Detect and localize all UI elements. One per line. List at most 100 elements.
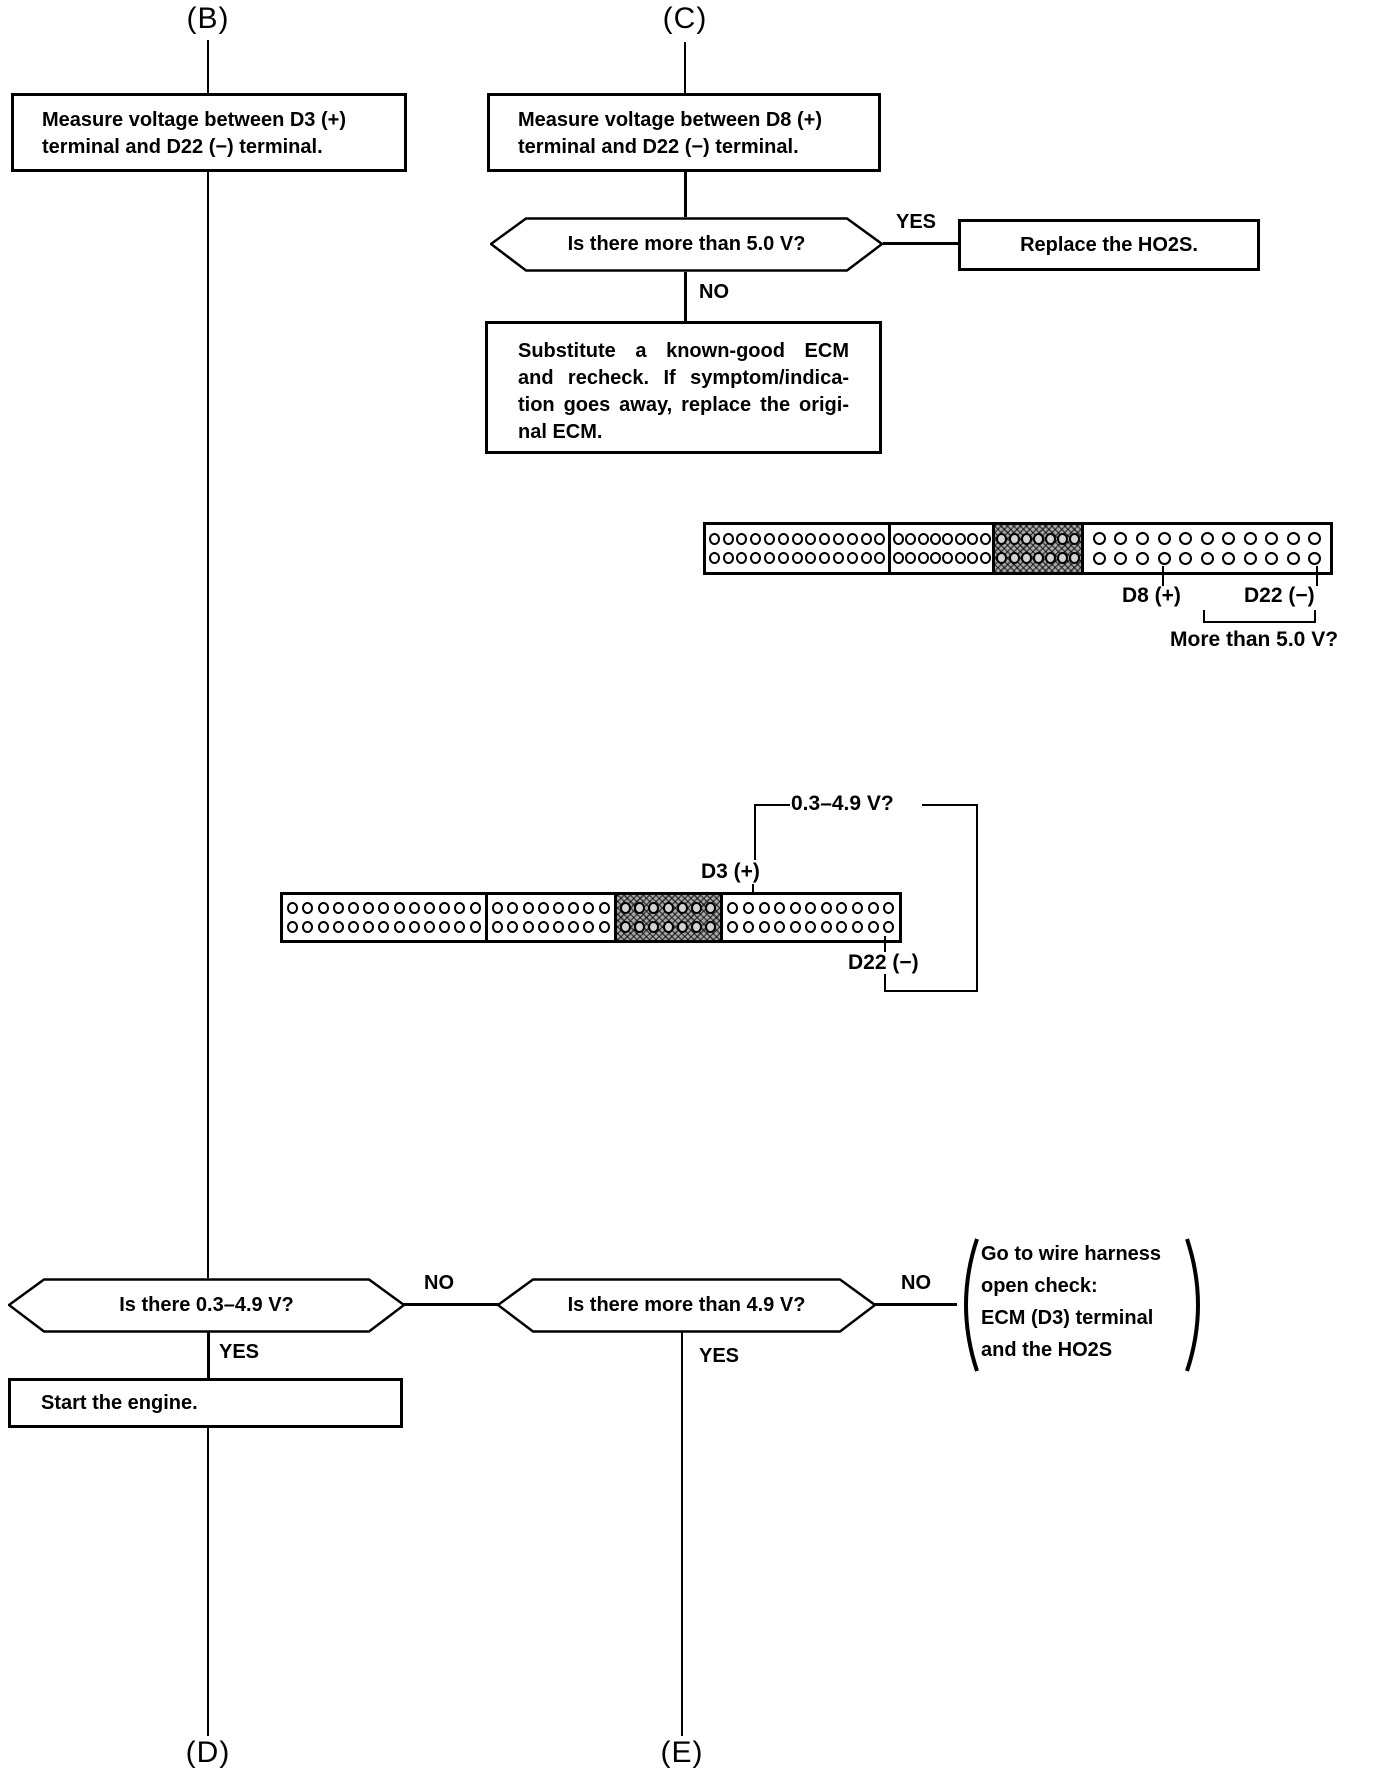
connector-pin (791, 532, 803, 545)
connector-pin (867, 921, 879, 933)
flow-line (874, 1303, 957, 1306)
flow-line (207, 40, 209, 93)
connector-pin (598, 902, 610, 914)
connector-pin (1157, 552, 1171, 565)
connector-pin (929, 532, 941, 545)
connector-pin (846, 532, 858, 545)
connector-pin (905, 532, 917, 545)
connector-pin (1243, 552, 1257, 565)
pin-row (283, 921, 485, 933)
connector-pin (492, 902, 504, 914)
flow-line (207, 172, 209, 1278)
connector-pin (917, 532, 929, 545)
connector-pin (634, 921, 646, 933)
connector-pin (537, 902, 549, 914)
connector-pin (552, 902, 564, 914)
box-text-line: nal ECM. (518, 421, 603, 443)
note-line: and the HO2S (981, 1339, 1113, 1361)
flow-line (207, 1428, 209, 1736)
flow-ref-b: (B) (186, 2, 230, 35)
ecm-connector-diagram-d3 (280, 892, 902, 943)
connector-pin (1020, 532, 1032, 545)
connector-pin (317, 902, 329, 914)
bracket-line (884, 974, 886, 992)
pin-row (617, 902, 720, 914)
pin-row (995, 532, 1081, 545)
pin-row (617, 921, 720, 933)
bracket-line (754, 804, 756, 860)
label-yes: YES (896, 211, 937, 233)
connector-pin (996, 552, 1008, 565)
flow-ref-d: (D) (185, 1736, 231, 1769)
connector-pin (1092, 552, 1106, 565)
connector-pin (1069, 532, 1081, 545)
pin-row (891, 552, 992, 565)
pin-row (488, 902, 614, 914)
connector-pin (1157, 532, 1171, 545)
connector-pin (742, 902, 754, 914)
connector-pin (619, 902, 631, 914)
connector-pin (1136, 532, 1150, 545)
connector-pin (846, 552, 858, 565)
box-text-line: tion goes away, replace the origi- (518, 394, 849, 416)
pin-leader-line (1162, 566, 1164, 586)
connector-pin (1114, 532, 1128, 545)
pin-row (488, 921, 614, 933)
label-yes: YES (699, 1345, 740, 1367)
connector-pin (742, 921, 754, 933)
flow-box-start-engine: Start the engine. (8, 1378, 403, 1428)
connector-pin (1265, 552, 1279, 565)
bracket-line (922, 804, 978, 806)
pin-label-d8: D8 (+) (1122, 584, 1181, 607)
connector-pin (819, 532, 831, 545)
connector-pin (874, 552, 886, 565)
flow-box-measure-d8: Measure voltage between D8 (+) terminal … (487, 93, 881, 172)
connector-pin (537, 921, 549, 933)
flow-line (403, 1303, 499, 1306)
pin-row (723, 921, 899, 933)
connector-pin (774, 921, 786, 933)
connector-pin (705, 921, 717, 933)
connector-pin (691, 902, 703, 914)
connector-pin (805, 921, 817, 933)
connector-section-shaded (995, 525, 1085, 572)
connector-pin (332, 902, 344, 914)
connector-pin (852, 921, 864, 933)
connector-pin (439, 921, 451, 933)
hexagon-shape (8, 1278, 405, 1333)
pin-row (283, 902, 485, 914)
measurement-question: 0.3–4.9 V? (791, 792, 894, 815)
connector-section (706, 525, 892, 572)
connector-pin (348, 902, 360, 914)
connector-pin (791, 552, 803, 565)
note-line: Go to wire harness (981, 1243, 1162, 1265)
box-text-line: Measure voltage between D8 (+) (518, 109, 822, 131)
connector-section (283, 895, 488, 940)
connector-pin (424, 902, 436, 914)
connector-pin (552, 921, 564, 933)
connector-pin (648, 902, 660, 914)
bracket-line (1314, 610, 1316, 623)
connector-pin (1032, 552, 1044, 565)
pin-label-d22: D22 (−) (848, 951, 919, 974)
connector-pin (1308, 552, 1322, 565)
bracket-line (1203, 610, 1205, 623)
connector-pin (1179, 532, 1193, 545)
pin-row (723, 902, 899, 914)
connector-pin (378, 921, 390, 933)
connector-pin (424, 921, 436, 933)
connector-pin (393, 902, 405, 914)
decision-label: Is there more than 5.0 V? (567, 233, 806, 255)
connector-pin (763, 552, 775, 565)
connector-pin (750, 532, 762, 545)
connector-pin (634, 902, 646, 914)
box-text-line: terminal and D22 (−) terminal. (42, 136, 323, 158)
flow-line (684, 272, 687, 321)
connector-pin (942, 552, 954, 565)
connector-pin (1092, 532, 1106, 545)
connector-pin (705, 902, 717, 914)
box-text-line: Substitute a known-good ECM (518, 340, 849, 362)
connector-pin (820, 921, 832, 933)
flow-ref-c: (C) (662, 2, 708, 35)
decision-more-than-5v: Is there more than 5.0 V? (490, 217, 883, 272)
